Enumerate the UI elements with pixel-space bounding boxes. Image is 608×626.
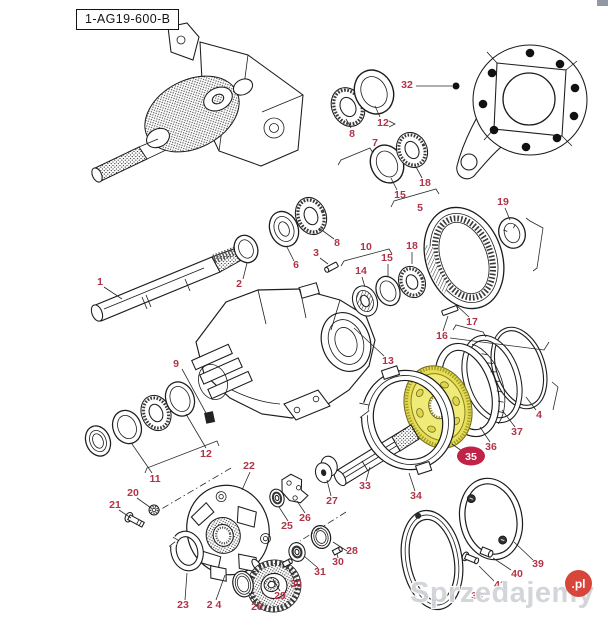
part-label-27: 27 [326, 495, 338, 507]
part-label-31: 31 [314, 566, 326, 578]
part-label-12-mid: 12 [200, 448, 212, 460]
part-label-1: 1 [97, 276, 103, 288]
part-label-7: 7 [372, 137, 378, 149]
part-38-brake-disc-plate [400, 509, 464, 611]
part-label-33: 33 [359, 480, 371, 492]
part-41-adjuster-bolt [461, 551, 480, 565]
part-label-14: 14 [355, 265, 367, 277]
part-13-final-drive-housing [191, 282, 376, 424]
part-label-18-mid: 18 [406, 240, 418, 252]
part-40-adjuster-sleeve [479, 546, 494, 558]
part-3-dowel-pin [324, 261, 339, 273]
center-axis-lines [157, 467, 347, 542]
part-18-bearing-top [395, 131, 429, 169]
part-15-bearing-cup-top [369, 144, 405, 184]
part-label-30-upper: 30 [332, 556, 344, 568]
part-31-bearing-washer [288, 542, 306, 562]
part-label-30-lower: 30 [290, 578, 302, 590]
group-brackets [144, 147, 559, 474]
part-2-thrust-washer [233, 234, 259, 264]
part-21-adjusting-bolt [124, 512, 145, 528]
part-label-15-mid: 15 [381, 252, 393, 264]
part-12-bearing-cup-top [353, 69, 395, 115]
part-label-38: 38 [471, 590, 483, 602]
part-label-37: 37 [511, 426, 523, 438]
part-26-lock-plate [281, 473, 309, 504]
part-30-roller-pin-lower [281, 558, 293, 568]
part-34-brake-band-ring [354, 365, 455, 476]
part-number-labels: 1 2 3 4 5 6 7 8 8 9 10 11 12 12 13 14 15… [97, 79, 544, 613]
part-label-8-mid: 8 [334, 237, 340, 249]
part-28-thrust-washer-upper [310, 525, 332, 549]
part-32-support-bracket [456, 44, 588, 180]
part-label-34: 34 [410, 490, 422, 502]
diagram-code-box: 1-AG19-600-B [76, 9, 180, 30]
part-22-planet-carrier [186, 484, 271, 582]
part-8-bearing-mid [294, 196, 328, 236]
part-label-5: 5 [417, 202, 423, 214]
part-label-4: 4 [536, 409, 542, 421]
part-label-6: 6 [293, 259, 299, 271]
part-30-roller-pin-upper [331, 546, 343, 556]
part-label-9: 9 [173, 358, 179, 370]
part-label-41: 41 [494, 579, 506, 591]
part-16-key [441, 305, 459, 316]
part-label-29: 29 [274, 590, 286, 602]
part-25-washer [269, 488, 285, 508]
part-27-pinion-hub [314, 455, 338, 484]
part-label-11: 11 [149, 473, 160, 485]
part-label-13: 13 [382, 355, 394, 367]
arrow-12 [388, 120, 396, 128]
part-18-bearing-mid2 [398, 265, 426, 299]
part-label-40: 40 [511, 568, 523, 580]
part-label-16: 16 [436, 330, 448, 342]
part-label-22: 22 [243, 460, 255, 472]
part-label-17: 17 [466, 316, 478, 328]
part-label-3: 3 [313, 247, 319, 259]
part-label-15-top: 15 [394, 189, 406, 201]
part-label-2: 2 [236, 278, 242, 290]
part-label-8-top: 8 [349, 128, 355, 140]
flange-bolt-holes [478, 48, 580, 152]
highlighted-part-badge-35: 35 [457, 446, 485, 466]
part-label-12-top: 12 [377, 117, 389, 129]
part-label-18-top: 18 [419, 177, 431, 189]
watermark-text: Sprzedajemy [410, 577, 595, 609]
part-label-19: 19 [497, 196, 509, 208]
part-6-bearing-cup [268, 210, 300, 248]
part-label-32: 32 [401, 79, 413, 91]
part-11-12-seal-bearing-set [84, 381, 196, 457]
gearbox-reference-drawing [91, 22, 304, 183]
part-label-28-lower: 28 [251, 601, 263, 613]
part-label-28-upper: 28 [346, 545, 358, 557]
part-23-snap-ring [164, 530, 204, 572]
watermark-pl-badge: .pl [565, 570, 592, 597]
leader-dot-32 [452, 82, 460, 90]
part-label-39: 39 [532, 558, 544, 570]
part-14-seal [351, 285, 379, 317]
part-label-10: 10 [360, 241, 372, 253]
drain-plug [204, 411, 216, 424]
badge-35-number: 35 [465, 451, 477, 463]
part-15-seal-ring-mid [375, 275, 401, 307]
leader-lines [103, 82, 559, 604]
part-label-24: 2 4 [207, 599, 222, 611]
part-label-23: 23 [177, 599, 189, 611]
screenshot-corner-artifact [597, 0, 608, 6]
part-20-lock-washer [148, 504, 160, 516]
part-label-20: 20 [127, 487, 139, 499]
part-label-25: 25 [281, 520, 293, 532]
part-label-26: 26 [299, 512, 311, 524]
part-19-snap-ring [498, 217, 526, 249]
part-28-thrust-washer-lower [232, 570, 254, 598]
part-label-21: 21 [109, 499, 121, 511]
part-label-36: 36 [485, 441, 497, 453]
part-17-ring-gear [423, 206, 505, 310]
